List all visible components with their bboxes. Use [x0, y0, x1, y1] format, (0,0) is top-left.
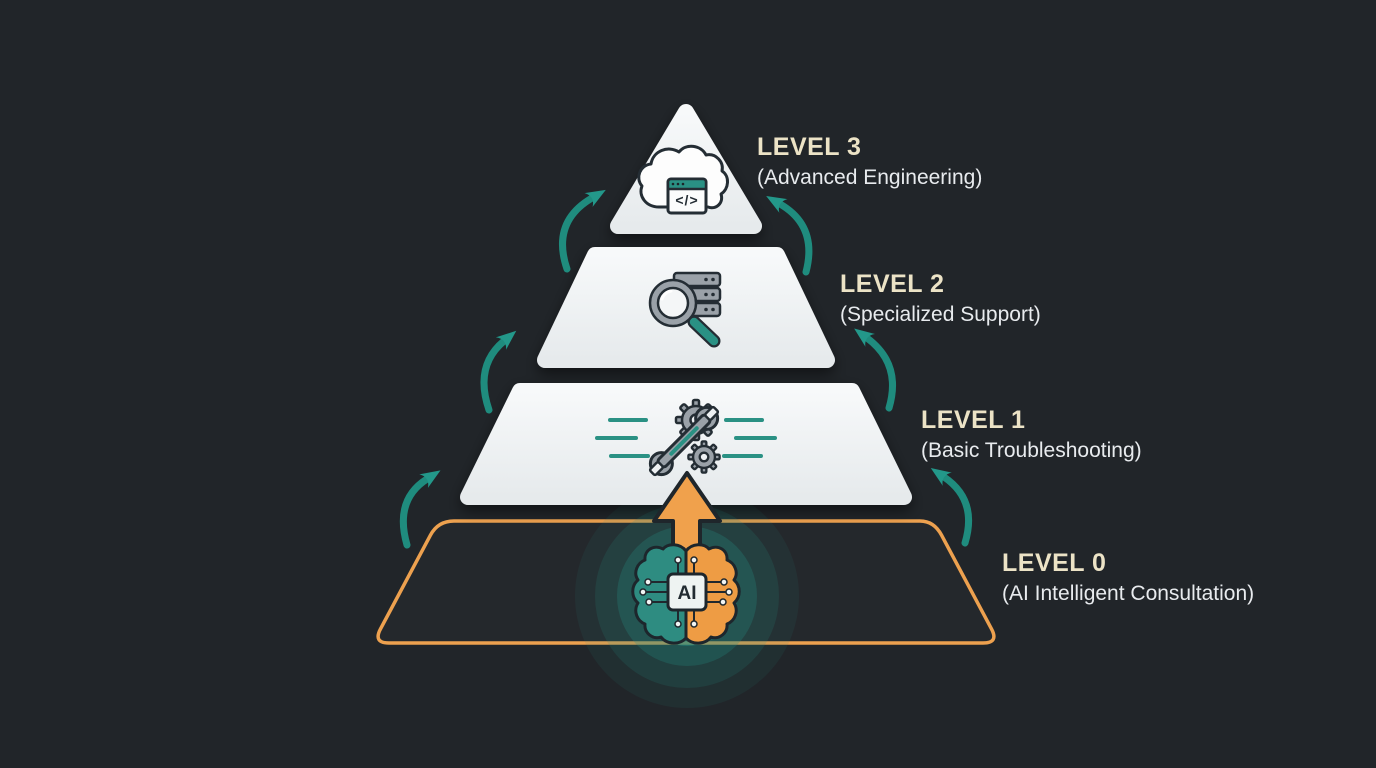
- speed-lines: [595, 418, 777, 458]
- level-3-subtitle: (Advanced Engineering): [757, 165, 983, 189]
- level-2-subtitle: (Specialized Support): [840, 302, 1041, 326]
- upgrade-arrow-right-top: [766, 195, 813, 276]
- cloud-code-icon: </>: [637, 144, 729, 215]
- level-2-label: LEVEL 2 (Specialized Support): [840, 270, 1041, 327]
- ai-chip-label: AI: [678, 583, 697, 604]
- level-0-label: LEVEL 0 (AI Intelligent Consultation): [1002, 549, 1254, 606]
- circuit-nodes: [639, 556, 733, 628]
- brain-left-hemisphere: [631, 543, 688, 645]
- wrench-gears-icon: [595, 398, 777, 477]
- ai-chip: [666, 572, 708, 612]
- upgrade-arrow-right-low: [930, 468, 972, 547]
- level-1-subtitle: (Basic Troubleshooting): [921, 438, 1142, 462]
- level-0-title: LEVEL 0: [1002, 549, 1107, 577]
- level-0-subtitle: (AI Intelligent Consultation): [1002, 581, 1255, 605]
- level-0-shape: [376, 519, 996, 645]
- level-3-label: LEVEL 3 (Advanced Engineering): [757, 133, 982, 190]
- upgrade-arrow-left-low: [399, 470, 441, 549]
- ai-brain-icon: AI: [631, 543, 741, 645]
- server-search-icon: [648, 271, 722, 348]
- upgrade-arrow-left-top: [559, 189, 606, 273]
- code-glyph: </>: [675, 192, 698, 208]
- level-1-label: LEVEL 1 (Basic Troubleshooting): [921, 406, 1142, 463]
- upgrade-arrow-left-mid: [480, 330, 517, 414]
- level-3-title: LEVEL 3: [757, 133, 862, 161]
- brain-right-hemisphere: [684, 543, 741, 645]
- level-1-title: LEVEL 1: [921, 406, 1026, 434]
- upgrade-arrow-right-mid: [854, 328, 896, 412]
- upgrade-arrows: [399, 189, 972, 549]
- level-2-title: LEVEL 2: [840, 270, 945, 298]
